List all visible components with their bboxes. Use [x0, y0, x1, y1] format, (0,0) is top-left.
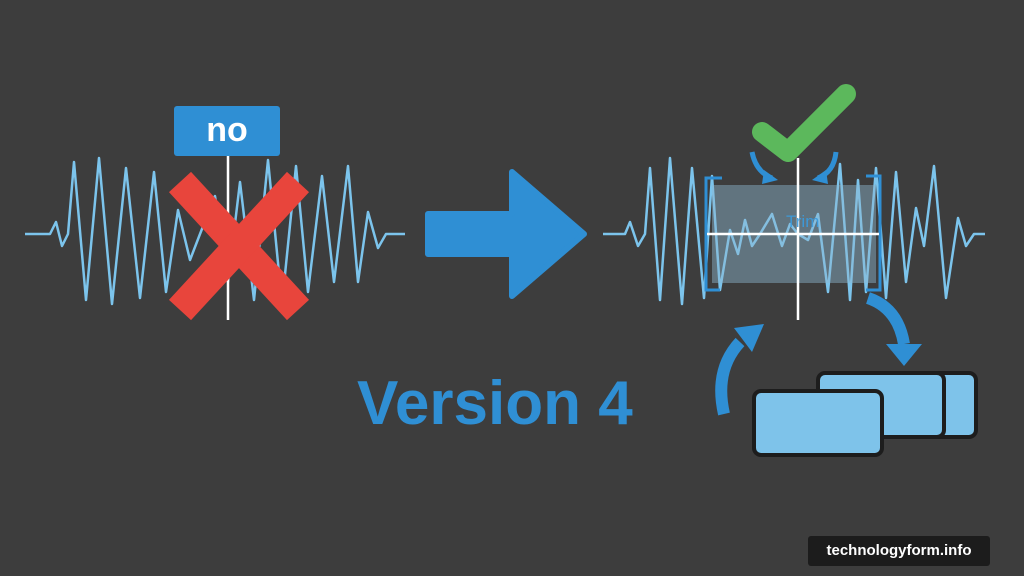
right-arrow-icon — [425, 169, 587, 299]
inward-arrow-right-head — [812, 170, 828, 184]
trim-bracket-right[interactable] — [866, 174, 882, 292]
trim-label: Trim — [786, 212, 820, 231]
cross-icon — [168, 171, 310, 321]
trim-bracket-left[interactable] — [704, 176, 722, 292]
curved-arrow-up-head — [734, 324, 764, 352]
curved-arrow-up-icon — [715, 337, 745, 416]
curved-arrow-down-icon — [865, 292, 910, 346]
clip-card-front — [752, 389, 884, 457]
right-waveform — [603, 156, 985, 306]
no-label: no — [174, 106, 280, 156]
curved-arrow-down-head — [886, 344, 922, 366]
inward-arrow-left-head — [762, 170, 778, 184]
check-icon — [752, 84, 856, 162]
watermark: technologyform.info — [808, 536, 990, 566]
version-caption: Version 4 — [357, 369, 633, 438]
